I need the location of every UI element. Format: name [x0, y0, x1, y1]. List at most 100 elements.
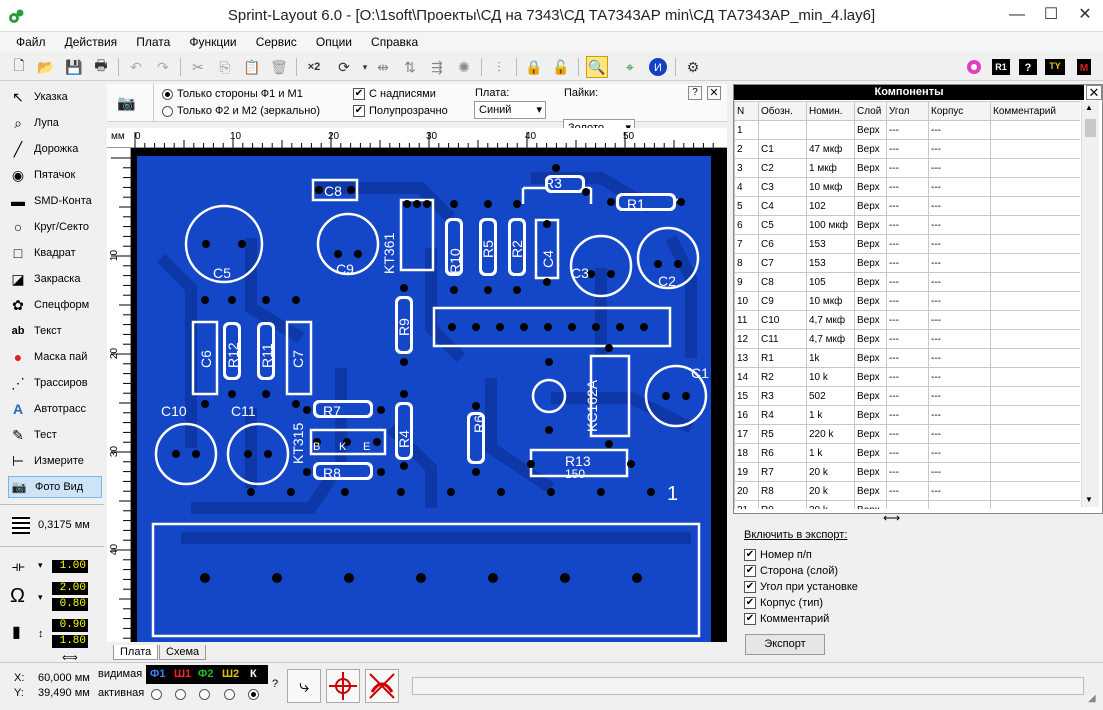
- check-icon[interactable]: ✔: [744, 549, 756, 561]
- cell-angle[interactable]: ---: [886, 215, 929, 235]
- cell-angle[interactable]: ---: [886, 500, 929, 509]
- radio-active-f1[interactable]: [150, 688, 162, 700]
- cell-package[interactable]: ---: [928, 462, 991, 482]
- cell-layer[interactable]: Верх: [854, 215, 887, 235]
- header-comment[interactable]: Комментарий: [990, 101, 1080, 121]
- cell-package[interactable]: ---: [928, 367, 991, 387]
- tool-magnifier[interactable]: ⌕Лупа: [8, 112, 102, 134]
- crosshair-snap-icon[interactable]: [326, 669, 360, 703]
- cell-package[interactable]: ---: [928, 386, 991, 406]
- check-icon[interactable]: ✔: [744, 581, 756, 593]
- cell-num[interactable]: 17: [734, 424, 759, 444]
- pad-outer-value[interactable]: 2.00: [52, 582, 88, 595]
- cell-designator[interactable]: C5: [758, 215, 807, 235]
- zoom-icon[interactable]: 🔍: [586, 56, 608, 78]
- cell-num[interactable]: 1: [734, 120, 759, 140]
- cell-comment[interactable]: [990, 120, 1080, 140]
- tool-pad[interactable]: ◉Пятачок: [8, 164, 102, 186]
- cell-designator[interactable]: R4: [758, 405, 807, 425]
- cell-designator[interactable]: R7: [758, 462, 807, 482]
- cell-num[interactable]: 12: [734, 329, 759, 349]
- export-option-angle[interactable]: ✔Угол при установке: [744, 581, 858, 593]
- cell-value[interactable]: 4,7 мкф: [806, 310, 855, 330]
- cell-comment[interactable]: [990, 253, 1080, 273]
- check-icon[interactable]: ✔: [353, 105, 365, 117]
- options-help-button[interactable]: ?: [688, 86, 702, 100]
- cell-comment[interactable]: [990, 272, 1080, 292]
- scroll-thumb[interactable]: [1085, 119, 1096, 137]
- check-icon[interactable]: ✔: [744, 565, 756, 577]
- cell-designator[interactable]: R5: [758, 424, 807, 444]
- radio-button[interactable]: [162, 88, 173, 100]
- cell-comment[interactable]: [990, 443, 1080, 463]
- resize-grip-icon[interactable]: ◢: [1088, 693, 1096, 704]
- lock-icon[interactable]: 🔒: [525, 58, 543, 75]
- cell-layer[interactable]: Верх: [854, 253, 887, 273]
- cell-comment[interactable]: [990, 139, 1080, 159]
- cell-num[interactable]: 10: [734, 291, 759, 311]
- cell-layer[interactable]: Верх: [854, 329, 887, 349]
- cell-package[interactable]: ---: [928, 272, 991, 292]
- cell-angle[interactable]: ---: [886, 424, 929, 444]
- cell-value[interactable]: [806, 120, 855, 140]
- cell-num[interactable]: 21: [734, 500, 759, 509]
- layer-sh1[interactable]: Ш1: [174, 668, 192, 680]
- cell-layer[interactable]: Верх: [854, 405, 887, 425]
- cell-package[interactable]: ---: [928, 405, 991, 425]
- cell-angle[interactable]: ---: [886, 196, 929, 216]
- cut-icon[interactable]: ✂: [192, 58, 204, 75]
- cell-comment[interactable]: [990, 234, 1080, 254]
- drc-icon[interactable]: ⚙: [686, 58, 700, 75]
- cell-designator[interactable]: R1: [758, 348, 807, 368]
- print-icon[interactable]: 🖶: [94, 57, 108, 73]
- board-color-select[interactable]: Синий: [474, 101, 546, 119]
- cell-designator[interactable]: [758, 120, 807, 140]
- cell-designator[interactable]: R2: [758, 367, 807, 387]
- pad-inner-value[interactable]: 0.80: [52, 598, 88, 611]
- scroll-up-icon[interactable]: ▲: [1085, 103, 1093, 112]
- options-close-button[interactable]: ✕: [707, 86, 721, 100]
- unlock-icon[interactable]: 🔓: [552, 58, 570, 75]
- cell-package[interactable]: ---: [928, 443, 991, 463]
- undo-icon[interactable]: ↶: [130, 58, 142, 75]
- track-bend-icon[interactable]: ⤷: [287, 669, 321, 703]
- cell-angle[interactable]: ---: [886, 291, 929, 311]
- cell-layer[interactable]: Верх: [854, 177, 887, 197]
- cell-comment[interactable]: [990, 158, 1080, 178]
- pad-size-dropdown-icon[interactable]: ▾: [38, 592, 43, 602]
- panel-resize-icon[interactable]: ⟷: [883, 511, 901, 525]
- cell-angle[interactable]: ---: [886, 386, 929, 406]
- menu-board[interactable]: Плата: [136, 35, 171, 49]
- cell-designator[interactable]: R6: [758, 443, 807, 463]
- checkbox-translucent[interactable]: ✔Полупрозрачно: [353, 105, 448, 117]
- cell-designator[interactable]: C6: [758, 234, 807, 254]
- connections-icon[interactable]: ⌖: [626, 58, 634, 75]
- cell-value[interactable]: 502: [806, 386, 855, 406]
- close-window-button[interactable]: ✕: [1078, 6, 1092, 23]
- new-file-icon[interactable]: 🗋: [13, 57, 25, 73]
- cell-comment[interactable]: [990, 177, 1080, 197]
- cell-angle[interactable]: ---: [886, 234, 929, 254]
- cell-value[interactable]: 1k: [806, 348, 855, 368]
- cell-layer[interactable]: Верх: [854, 139, 887, 159]
- rotate-dropdown-icon[interactable]: ▾: [362, 61, 368, 72]
- cell-comment[interactable]: [990, 310, 1080, 330]
- cell-value[interactable]: 100 мкф: [806, 215, 855, 235]
- cell-num[interactable]: 20: [734, 481, 759, 501]
- open-folder-icon[interactable]: 📂: [37, 58, 55, 75]
- cell-layer[interactable]: Верх: [854, 272, 887, 292]
- grid-icon[interactable]: [12, 516, 30, 534]
- paste-icon[interactable]: 📋: [243, 58, 261, 75]
- cell-num[interactable]: 15: [734, 386, 759, 406]
- menu-help[interactable]: Справка: [371, 35, 419, 49]
- cell-layer[interactable]: Верх: [854, 367, 887, 387]
- layer-sh2[interactable]: Ш2: [222, 668, 240, 680]
- cell-value[interactable]: 47 мкф: [806, 139, 855, 159]
- components-close-button[interactable]: ✕: [1086, 85, 1102, 100]
- export-option-side[interactable]: ✔Сторона (слой): [744, 565, 839, 577]
